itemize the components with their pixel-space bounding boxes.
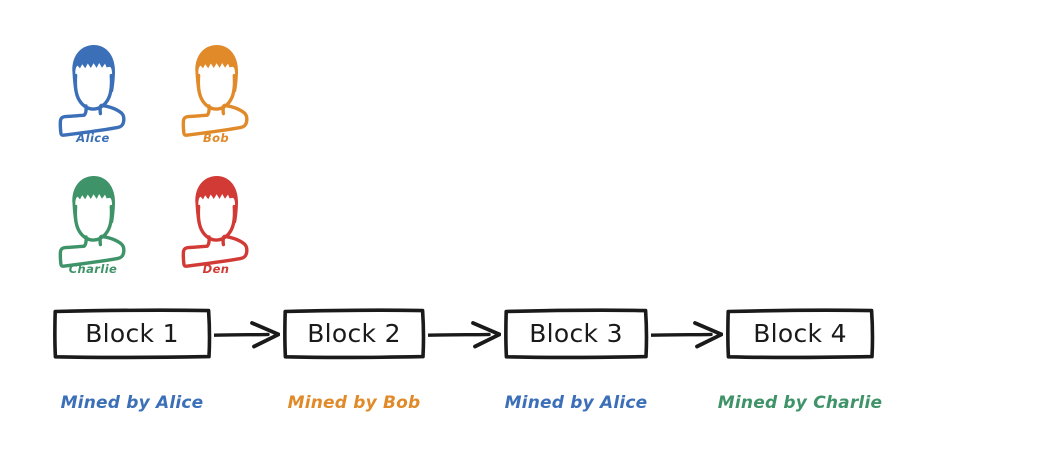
avatar-face	[73, 204, 114, 242]
participant-label-charlie: Charlie	[68, 262, 118, 276]
avatar-body	[58, 103, 126, 137]
avatar-body	[181, 103, 249, 137]
block-label-4: Block 4	[753, 319, 847, 348]
avatar-face	[196, 73, 237, 111]
block-label-3: Block 3	[529, 319, 623, 348]
avatar-hair	[72, 44, 116, 93]
block-label-2: Block 2	[307, 319, 401, 348]
avatar-body	[58, 234, 126, 268]
right-arrow-icon	[428, 321, 501, 349]
avatar-hair	[195, 175, 239, 224]
block-outline	[283, 308, 426, 360]
right-arrow-icon	[651, 321, 723, 349]
block-4[interactable]: Block 4	[725, 307, 875, 360]
person-avatar-icon	[58, 44, 126, 137]
block-3[interactable]: Block 3	[503, 307, 649, 360]
block-outline	[53, 308, 212, 360]
avatar-face	[73, 73, 114, 111]
block-1[interactable]: Block 1	[52, 307, 212, 360]
avatar-body	[181, 234, 249, 268]
block-outline	[726, 308, 875, 360]
person-avatar-icon	[181, 175, 249, 268]
participant-den[interactable]: Den	[168, 166, 264, 296]
block-outline	[504, 308, 649, 360]
participant-label-bob: Bob	[202, 131, 230, 145]
participant-bob[interactable]: Bob	[168, 35, 264, 165]
block-2[interactable]: Block 2	[282, 307, 426, 360]
person-avatar-icon	[181, 44, 249, 137]
participant-label-alice: Alice	[76, 131, 110, 145]
avatar-face	[196, 204, 237, 242]
avatar-hair	[195, 44, 239, 93]
participant-alice[interactable]: Alice	[45, 35, 141, 165]
avatar-hair	[72, 175, 116, 224]
person-avatar-icon	[58, 175, 126, 268]
participant-charlie[interactable]: Charlie	[45, 166, 141, 296]
participant-label-den: Den	[202, 262, 230, 276]
right-arrow-icon	[214, 321, 280, 349]
block-label-1: Block 1	[85, 319, 179, 348]
